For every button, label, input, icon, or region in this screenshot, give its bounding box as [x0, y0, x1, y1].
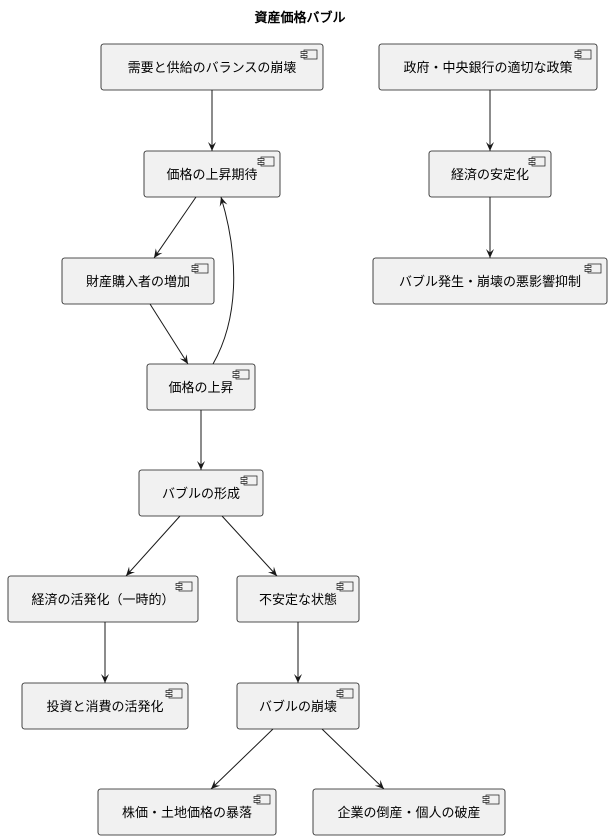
component-icon: [175, 581, 193, 592]
component-node-n10[interactable]: 株価・土地価格の暴落: [97, 788, 277, 836]
component-node-n5[interactable]: バブルの形成: [138, 469, 264, 517]
edge-n5-n7: [221, 515, 278, 577]
edge-n2-n3: [153, 196, 197, 259]
component-node-n11[interactable]: 企業の倒産・個人の破産: [312, 788, 506, 836]
component-box: [372, 257, 608, 305]
component-box: [21, 682, 189, 730]
component-box: [61, 257, 215, 305]
component-box: [146, 363, 256, 411]
component-node-n8[interactable]: 投資と消費の活発化: [21, 682, 189, 730]
arrowhead-n2-n3: [154, 248, 163, 258]
component-label: 価格の上昇期待: [166, 167, 257, 183]
arrowhead-n9-n11: [374, 779, 384, 789]
component-label: 需要と供給のバランスの崩壊: [128, 61, 297, 76]
component-icon: [240, 475, 258, 486]
component-icon: [574, 49, 592, 60]
component-label: 株価・土地価格の暴落: [122, 805, 252, 821]
edge-n4-n2: [212, 196, 235, 365]
component-box: [236, 575, 360, 623]
edge-n9-n10: [210, 728, 274, 790]
edge-n3-n4: [149, 303, 189, 365]
component-label: 財産購入者の増加: [86, 274, 190, 290]
component-label: 投資と消費の活発化: [46, 699, 163, 715]
arrowhead-n7-n9: [294, 674, 302, 683]
component-label: 政府・中央銀行の適切な政策: [403, 60, 572, 76]
component-label: バブルの崩壊: [259, 699, 337, 715]
arrowhead-n6-n8: [101, 674, 109, 683]
component-label: 価格の上昇: [168, 380, 233, 396]
arrowhead-n9-n10: [211, 779, 221, 789]
component-label: 経済の安定化: [451, 167, 529, 183]
component-box: [143, 150, 281, 198]
component-icon: [232, 369, 250, 380]
component-icon: [253, 794, 271, 805]
component-icon: [300, 49, 318, 60]
component-node-n7[interactable]: 不安定な状態: [236, 575, 360, 623]
component-box: [138, 469, 264, 517]
component-node-n1[interactable]: 需要と供給のバランスの崩壊: [100, 43, 324, 91]
component-label: 経済の活発化（一時的）: [31, 592, 174, 608]
arrowhead-n3-n4: [179, 354, 188, 364]
component-box: [97, 788, 277, 836]
arrowhead-n1-n2: [208, 142, 216, 151]
component-label: 企業の倒産・個人の破産: [337, 805, 480, 821]
component-icon: [336, 688, 354, 699]
component-node-n13[interactable]: 経済の安定化: [428, 150, 552, 198]
component-box: [7, 575, 199, 623]
component-node-n4[interactable]: 価格の上昇: [146, 363, 256, 411]
component-box: [100, 43, 324, 91]
component-node-n9[interactable]: バブルの崩壊: [236, 682, 360, 730]
nodes-layer: 需要と供給のバランスの崩壊価格の上昇期待財産購入者の増加価格の上昇バブルの形成経…: [7, 43, 608, 836]
arrowhead-n12-n13: [486, 142, 494, 151]
edge-n9-n11: [321, 728, 385, 790]
diagram-title: 資産価格バブル: [254, 10, 345, 26]
component-icon: [584, 263, 602, 274]
component-node-n14[interactable]: バブル発生・崩壊の悪影響抑制: [372, 257, 608, 305]
component-label: バブルの形成: [162, 486, 240, 502]
arrowhead-n13-n14: [486, 249, 494, 258]
component-node-n6[interactable]: 経済の活発化（一時的）: [7, 575, 199, 623]
arrowhead-n5-n7: [267, 566, 277, 576]
component-icon: [165, 688, 183, 699]
component-box: [236, 682, 360, 730]
component-node-n12[interactable]: 政府・中央銀行の適切な政策: [378, 43, 598, 91]
component-icon: [482, 794, 500, 805]
component-box: [428, 150, 552, 198]
component-box: [378, 43, 598, 91]
arrowhead-n4-n5: [197, 461, 205, 470]
component-node-n3[interactable]: 財産購入者の増加: [61, 257, 215, 305]
component-icon: [336, 581, 354, 592]
component-icon: [257, 156, 275, 167]
component-label: 不安定な状態: [259, 592, 337, 608]
component-icon: [191, 263, 209, 274]
component-icon: [528, 156, 546, 167]
edge-n5-n6: [125, 515, 181, 577]
arrowhead-n5-n6: [126, 566, 135, 576]
component-label: バブル発生・崩壊の悪影響抑制: [399, 274, 581, 290]
arrowhead-n4-n2: [219, 197, 228, 207]
edges-layer: [101, 90, 494, 790]
component-box: [312, 788, 506, 836]
component-node-n2[interactable]: 価格の上昇期待: [143, 150, 281, 198]
